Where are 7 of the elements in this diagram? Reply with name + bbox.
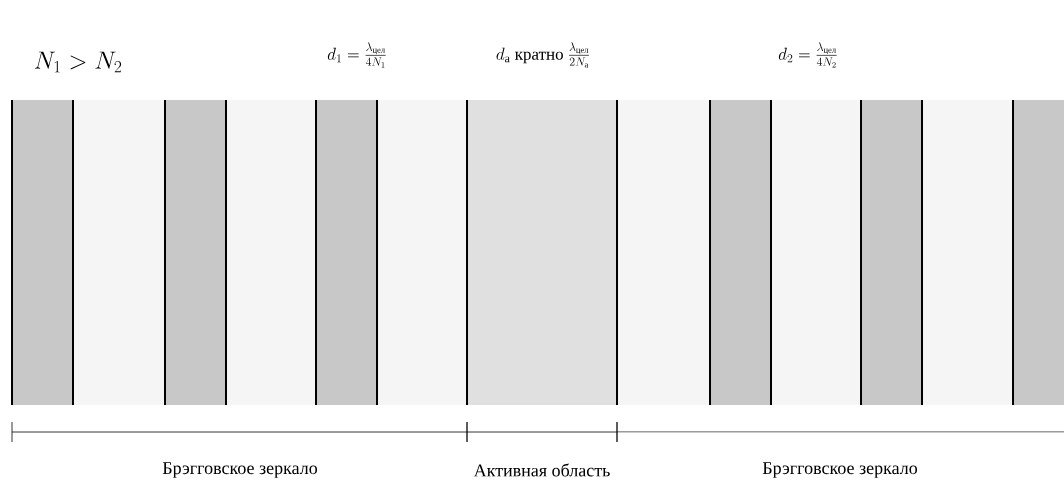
formula: $d_1 = \frac{\lambda_{\text{цел}}}{4N_1}$ (327, 42, 386, 68)
formula: $d_2 = \frac{\lambda_{\text{цел}}}{4N_2}$ (778, 42, 837, 68)
region-label: Активная область (473, 463, 610, 477)
region-label: Брэгговское зеркало (162, 462, 318, 478)
formula: $d_{\text{а}}\ \text{кратно}\ \frac{\lambda_{\text{цел}}}{2N_{\text{а}}}$ (496, 42, 589, 68)
region-label: Брэгговское зеркало (762, 462, 918, 478)
formula: $N_1 > N_2$ (34, 51, 122, 73)
